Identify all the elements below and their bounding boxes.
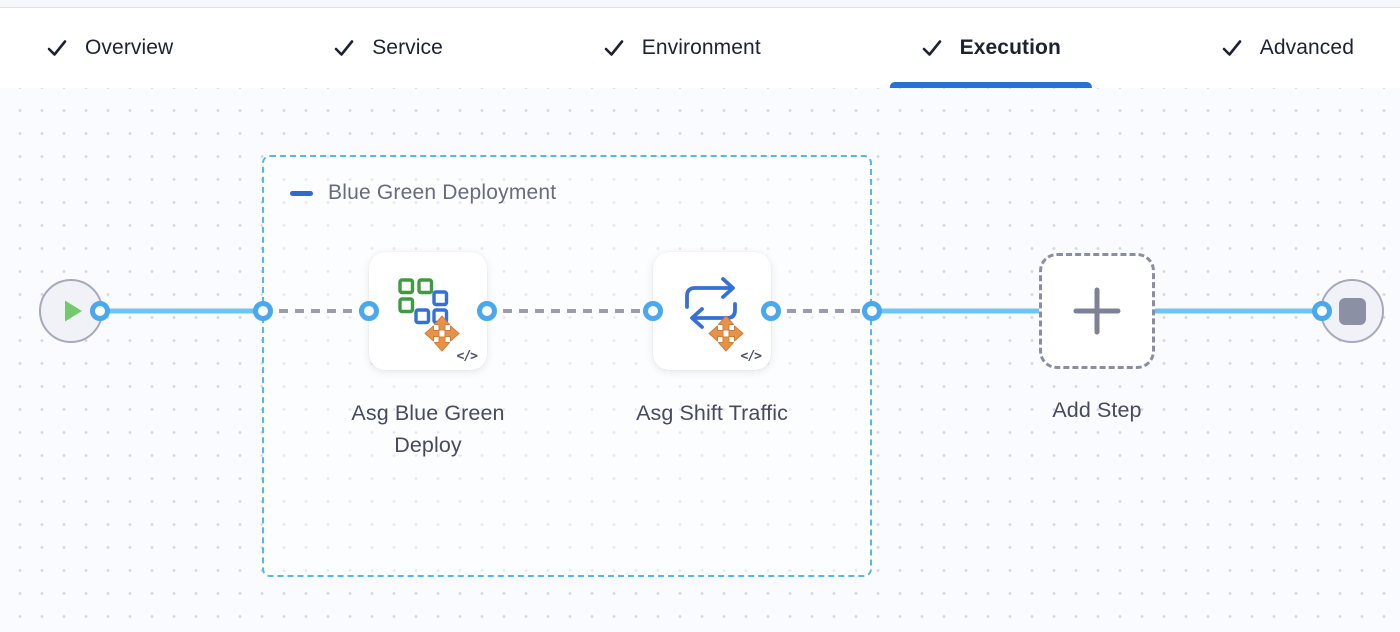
step-group-header: Blue Green Deployment: [290, 181, 556, 205]
tab-label: Service: [372, 36, 443, 59]
port-group-in[interactable]: [253, 301, 273, 321]
step-label-asg-shift-traffic: Asg Shift Traffic: [636, 401, 788, 425]
stop-icon: [1338, 297, 1366, 325]
port-group-out[interactable]: [862, 301, 882, 321]
step-group-blue-green-deployment[interactable]: Blue Green Deployment: [262, 155, 872, 577]
port-step1-out[interactable]: [477, 301, 497, 321]
port-start-out[interactable]: [90, 301, 110, 321]
play-icon: [64, 300, 82, 322]
tab-advanced[interactable]: Advanced: [1221, 8, 1354, 88]
tab-service[interactable]: Service: [333, 8, 443, 88]
check-icon: [922, 40, 941, 56]
step-node-asg-shift-traffic[interactable]: </>: [653, 252, 771, 370]
port-step2-out[interactable]: [761, 301, 781, 321]
collapse-group-icon[interactable]: [290, 190, 313, 196]
asg-shift-traffic-icon: [680, 276, 746, 357]
tab-label: Overview: [85, 36, 174, 59]
step-group-label: Blue Green Deployment: [328, 181, 557, 204]
tab-execution[interactable]: Execution: [889, 8, 1092, 88]
check-icon: [604, 40, 624, 56]
check-icon: [1222, 40, 1242, 56]
port-end-in[interactable]: [1312, 301, 1332, 321]
check-icon: [47, 40, 67, 56]
pipeline-canvas[interactable]: Blue Green Deployment: [0, 88, 1400, 631]
add-step-label: Add Step: [1052, 398, 1142, 422]
port-step2-in[interactable]: [643, 301, 663, 321]
template-code-badge: </>: [740, 349, 763, 364]
tab-label: Advanced: [1259, 36, 1354, 59]
tab-label: Environment: [641, 36, 761, 59]
add-step-button[interactable]: [1039, 253, 1155, 369]
asg-blue-green-deploy-icon: [396, 276, 462, 357]
template-code-badge: </>: [456, 349, 479, 364]
step-label-asg-blue-green-deploy: Asg Blue Green Deploy: [351, 401, 505, 458]
step-node-asg-blue-green-deploy[interactable]: </>: [369, 252, 487, 370]
tab-overview[interactable]: Overview: [46, 8, 173, 88]
page-top-strip: [0, 0, 1400, 8]
port-step1-in[interactable]: [359, 301, 379, 321]
pipeline-start-node: [39, 279, 103, 343]
tab-label: Execution: [959, 36, 1061, 59]
tab-environment[interactable]: Environment: [603, 8, 761, 88]
active-tab-underline: [889, 82, 1092, 88]
wizard-tabbar: Overview Service Environment Execution A…: [0, 8, 1400, 88]
plus-icon: [1073, 287, 1121, 335]
check-icon: [334, 40, 354, 56]
